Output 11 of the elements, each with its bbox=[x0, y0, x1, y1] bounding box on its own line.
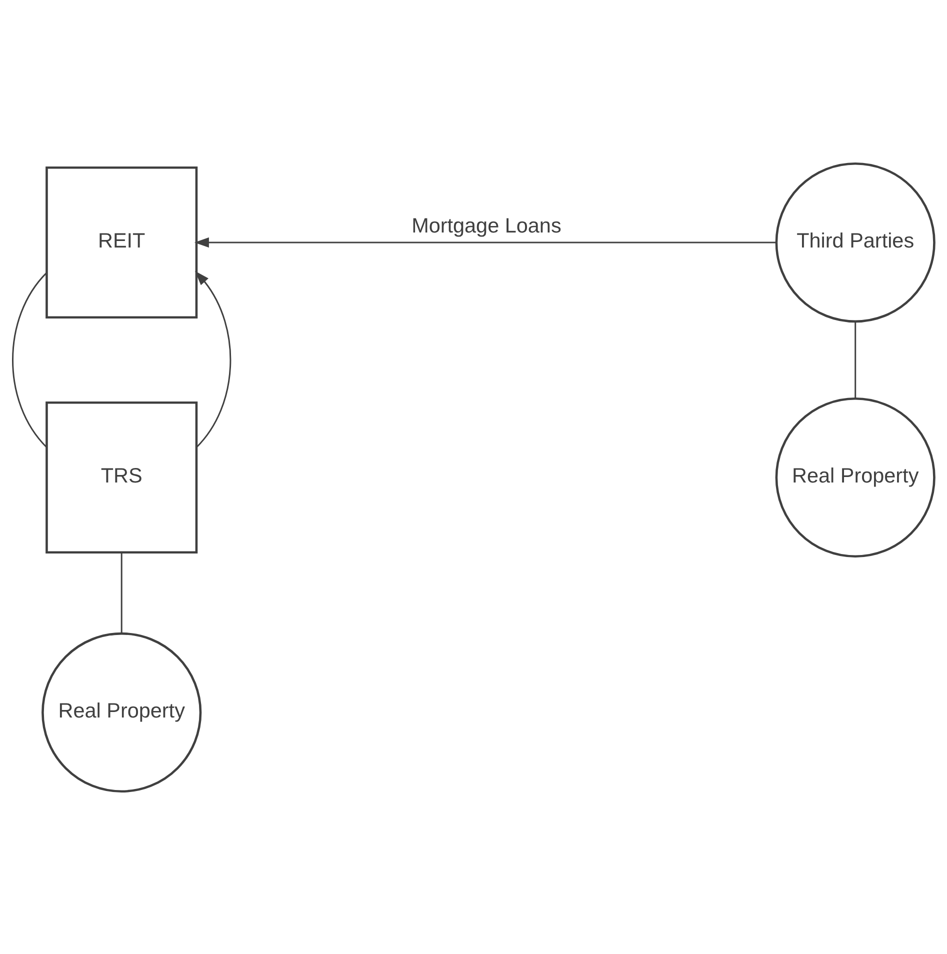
connector bbox=[120, 552, 122, 634]
node-circle: Real Property bbox=[42, 632, 202, 792]
node-circle: Real Property bbox=[775, 396, 936, 558]
connector bbox=[854, 320, 856, 398]
node-box: TRS bbox=[46, 400, 198, 554]
arrow bbox=[194, 270, 232, 448]
edge-label: Mortgage Loans bbox=[412, 214, 562, 238]
connector bbox=[12, 272, 48, 448]
node-box: REIT bbox=[46, 166, 198, 318]
arrow bbox=[194, 236, 776, 248]
node-circle: Third Parties bbox=[775, 162, 936, 322]
